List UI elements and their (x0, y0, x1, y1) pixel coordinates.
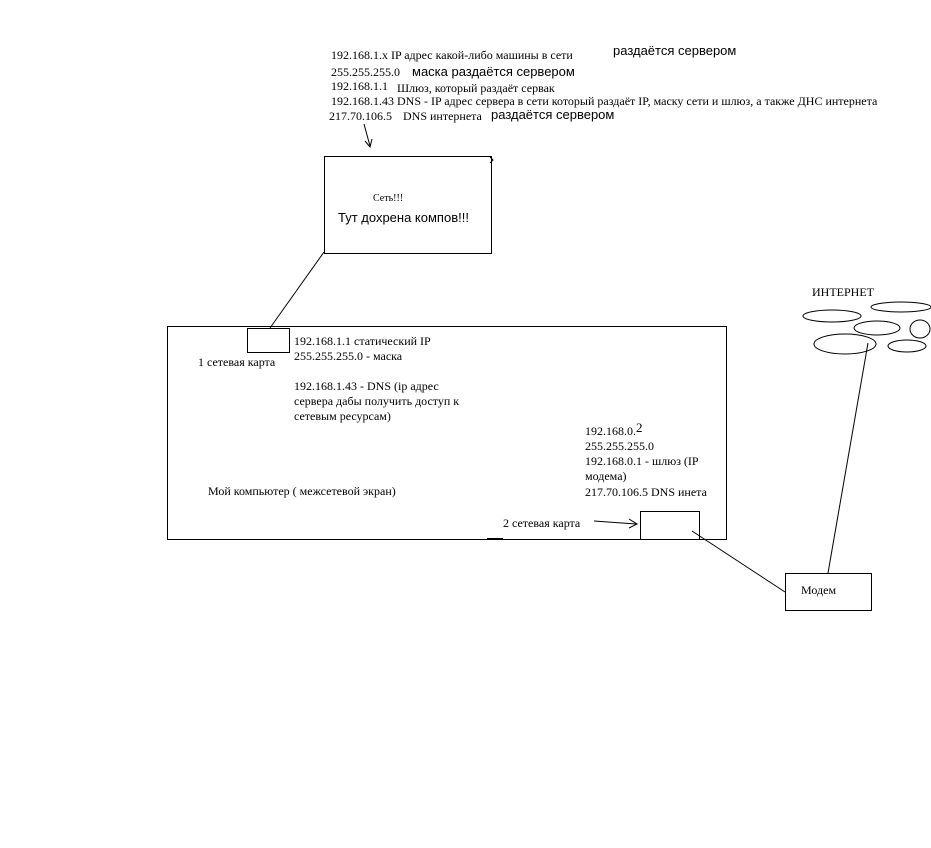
nic1-dns-line3: сетевым ресурсам) (294, 409, 391, 423)
cloud-ellipse (909, 319, 931, 339)
nic1-mask: 255.255.255.0 - маска (294, 349, 403, 363)
nic2-label: 2 сетевая карта (503, 516, 581, 530)
notes-arrow-head (364, 138, 373, 149)
nic2-arrow-head (628, 518, 639, 529)
note-internet-dns-ip: 217.70.106.5 (329, 109, 392, 123)
note-internet-dns-label: DNS интернета (403, 109, 482, 123)
nic2-ip-host: 2 (636, 420, 643, 435)
nic1-dns-line2: сервера дабы получить доступ к (294, 394, 460, 408)
note-mask: 255.255.255.0 (331, 65, 400, 79)
note-ip-range: 192.168.1.x IP адрес какой-либо машины в… (331, 48, 573, 62)
note-gateway-desc: Шлюз, который раздаёт сервак (397, 81, 555, 95)
nic1-label: 1 сетевая карта (198, 355, 276, 369)
nic2-mask: 255.255.255.0 (585, 439, 654, 453)
nic2-dns: 217.70.106.5 DNS инета (585, 485, 707, 499)
computer-box (167, 326, 727, 540)
network-box (324, 156, 492, 254)
cloud-ellipse (813, 333, 877, 355)
note-dns-server: 192.168.1.43 DNS - IP адрес сервера в се… (331, 94, 878, 108)
note-gateway-ip: 192.168.1.1 (331, 79, 388, 93)
nic2-ip: 192.168.0.2 (585, 421, 643, 438)
nic1-ip: 192.168.1.1 статический IP (294, 334, 431, 348)
notes-arrow-line (363, 123, 371, 147)
network-to-nic1-line (269, 251, 325, 329)
internet-cloud (802, 301, 931, 355)
modem-to-internet-line (827, 342, 869, 574)
nic2-to-modem-line (691, 530, 786, 593)
nic2-gateway-line2: модема) (585, 469, 627, 483)
nic2-gateway-line1: 192.168.0.1 - шлюз (IP (585, 454, 699, 468)
modem-box (785, 573, 872, 611)
nic2-box (640, 511, 700, 540)
nic2-arrow-line (593, 520, 637, 525)
note-internet-dns-served: раздаётся сервером (491, 107, 615, 122)
cloud-ellipse (887, 339, 927, 353)
note-mask-served: маска раздаётся сервером (412, 64, 575, 79)
internet-label: ИНТЕРНЕТ (812, 285, 874, 299)
cloud-ellipse (853, 320, 901, 336)
cloud-ellipse (870, 301, 931, 313)
nic1-dns-line1: 192.168.1.43 - DNS (ip адрес (294, 379, 439, 393)
nic2-ip-prefix: 192.168.0. (585, 424, 636, 438)
nic1-box (247, 328, 290, 353)
network-title: Сеть!!! (373, 193, 404, 204)
computer-name: Мой компьютер ( межсетевой экран) (208, 484, 396, 498)
note-ip-range-served: раздаётся сервером (613, 43, 737, 58)
modem-label: Модем (801, 583, 837, 597)
cloud-ellipse (802, 309, 862, 323)
network-subtitle: Тут дохрена компов!!! (338, 210, 469, 225)
